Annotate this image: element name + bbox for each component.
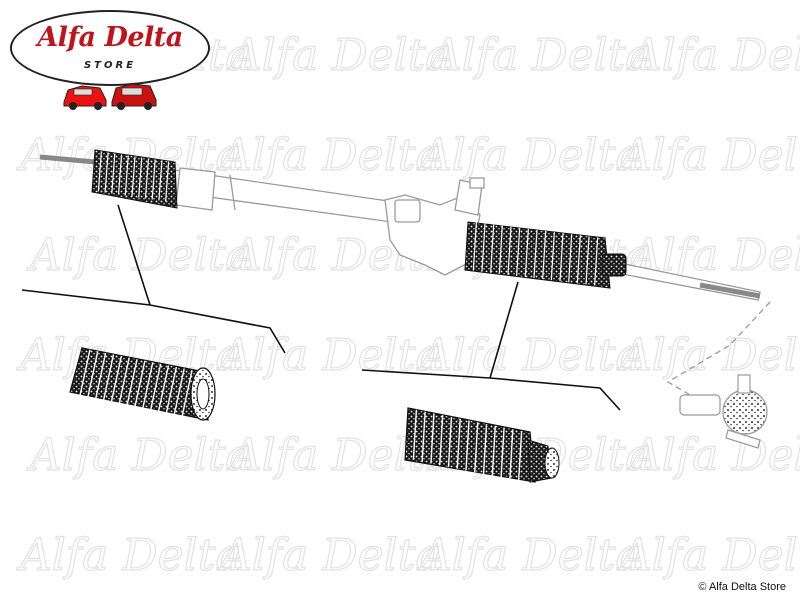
- bellows-rib: [142, 362, 154, 409]
- bellows-rib: [102, 354, 115, 401]
- logo-title: Alfa Delta: [37, 22, 183, 53]
- bellows-rib: [456, 418, 461, 469]
- bellows-rib: [97, 151, 102, 192]
- bellows-rib: [173, 368, 185, 415]
- watermark-text: Alfa Delta: [416, 530, 642, 581]
- watermark-text: Alfa Delta: [616, 530, 800, 581]
- bellows-rib: [144, 158, 150, 199]
- bellows-rib: [474, 422, 479, 473]
- bellows-rib: [94, 352, 107, 400]
- bellows-rib: [568, 234, 573, 283]
- bellows-rib: [516, 227, 521, 276]
- store-logo[interactable]: Alfa Delta STORE: [10, 10, 210, 110]
- bellows-rib: [110, 355, 123, 403]
- watermark-text: Alfa Delta: [626, 430, 800, 481]
- bellows-rib: [524, 228, 529, 277]
- bellows-rib: [550, 232, 555, 281]
- bellows-rib: [594, 237, 599, 286]
- bellows-rib: [509, 429, 514, 480]
- bellows-rib: [421, 411, 426, 462]
- logo-badge: [10, 10, 210, 86]
- bellows-rib: [157, 365, 170, 412]
- watermark-text: Alfa Delta: [26, 230, 252, 281]
- bellows-rib: [498, 225, 503, 274]
- bellows-rib: [465, 420, 470, 471]
- bellows-rib: [111, 153, 116, 194]
- bellows-rib: [134, 360, 146, 407]
- bellows-rib: [165, 366, 178, 414]
- watermark-text: Alfa Delta: [216, 130, 442, 181]
- logo-cars-image: [63, 83, 157, 110]
- tie-rod-end: [679, 374, 768, 449]
- bellows-rib: [507, 226, 512, 275]
- bellows-rib: [412, 409, 418, 460]
- left-boot-installed: [91, 149, 178, 209]
- bellows-rib: [585, 236, 590, 285]
- bellows-rib: [87, 351, 99, 398]
- watermark-text: Alfa Delta: [226, 30, 452, 81]
- left-boot-detail: [69, 347, 216, 421]
- leader-lines: [21, 204, 621, 411]
- bellows-rib: [138, 157, 143, 198]
- bellows-rib: [500, 427, 505, 478]
- watermark-text: Alfa Delta: [26, 430, 252, 481]
- watermark-text: Alfa Delta: [626, 30, 800, 81]
- bellows-rib: [104, 152, 109, 193]
- right-boot-detail: [404, 407, 560, 483]
- watermark-text: Alfa Delta: [16, 530, 242, 581]
- bellows-rib: [118, 357, 130, 404]
- bellows-rib: [158, 160, 163, 201]
- watermark-text: Alfa Delta: [426, 30, 652, 81]
- bellows-rib: [559, 233, 564, 282]
- bellows-rib: [126, 359, 138, 406]
- bellows-rib: [117, 154, 123, 195]
- bellows-rib: [491, 425, 497, 476]
- bellows-rib: [149, 363, 162, 411]
- bellows-rib: [542, 231, 547, 280]
- bellows-rib: [490, 224, 495, 273]
- watermark-text: Alfa Delta: [416, 330, 642, 381]
- watermark-text: Alfa Delta: [216, 530, 442, 581]
- bellows-rib: [124, 155, 129, 196]
- bellows-rib: [438, 415, 444, 466]
- logo-subtitle: STORE: [83, 60, 137, 71]
- bellows-rib: [472, 222, 477, 271]
- watermark-text: Alfa Delta: [616, 330, 800, 381]
- bellows-rib: [533, 229, 538, 279]
- bellows-rib: [181, 370, 193, 417]
- rack-assembly: [39, 154, 771, 396]
- watermark-text: Alfa Delta: [416, 130, 642, 181]
- bellows-rib: [576, 235, 581, 284]
- bellows-rib: [79, 349, 91, 396]
- bellows-rib: [481, 223, 486, 272]
- bellows-rib: [447, 416, 453, 468]
- bellows-rib: [131, 156, 136, 197]
- bellows-rib: [165, 161, 170, 202]
- bellows-rib: [517, 431, 523, 482]
- bellows-rib: [482, 423, 488, 475]
- bellows-rib: [430, 413, 435, 464]
- right-boot-installed: [464, 221, 627, 289]
- copyright-notice: © Alfa Delta Store: [698, 581, 786, 593]
- watermark-text: Alfa Delta: [616, 130, 800, 181]
- bellows-rib: [151, 159, 156, 200]
